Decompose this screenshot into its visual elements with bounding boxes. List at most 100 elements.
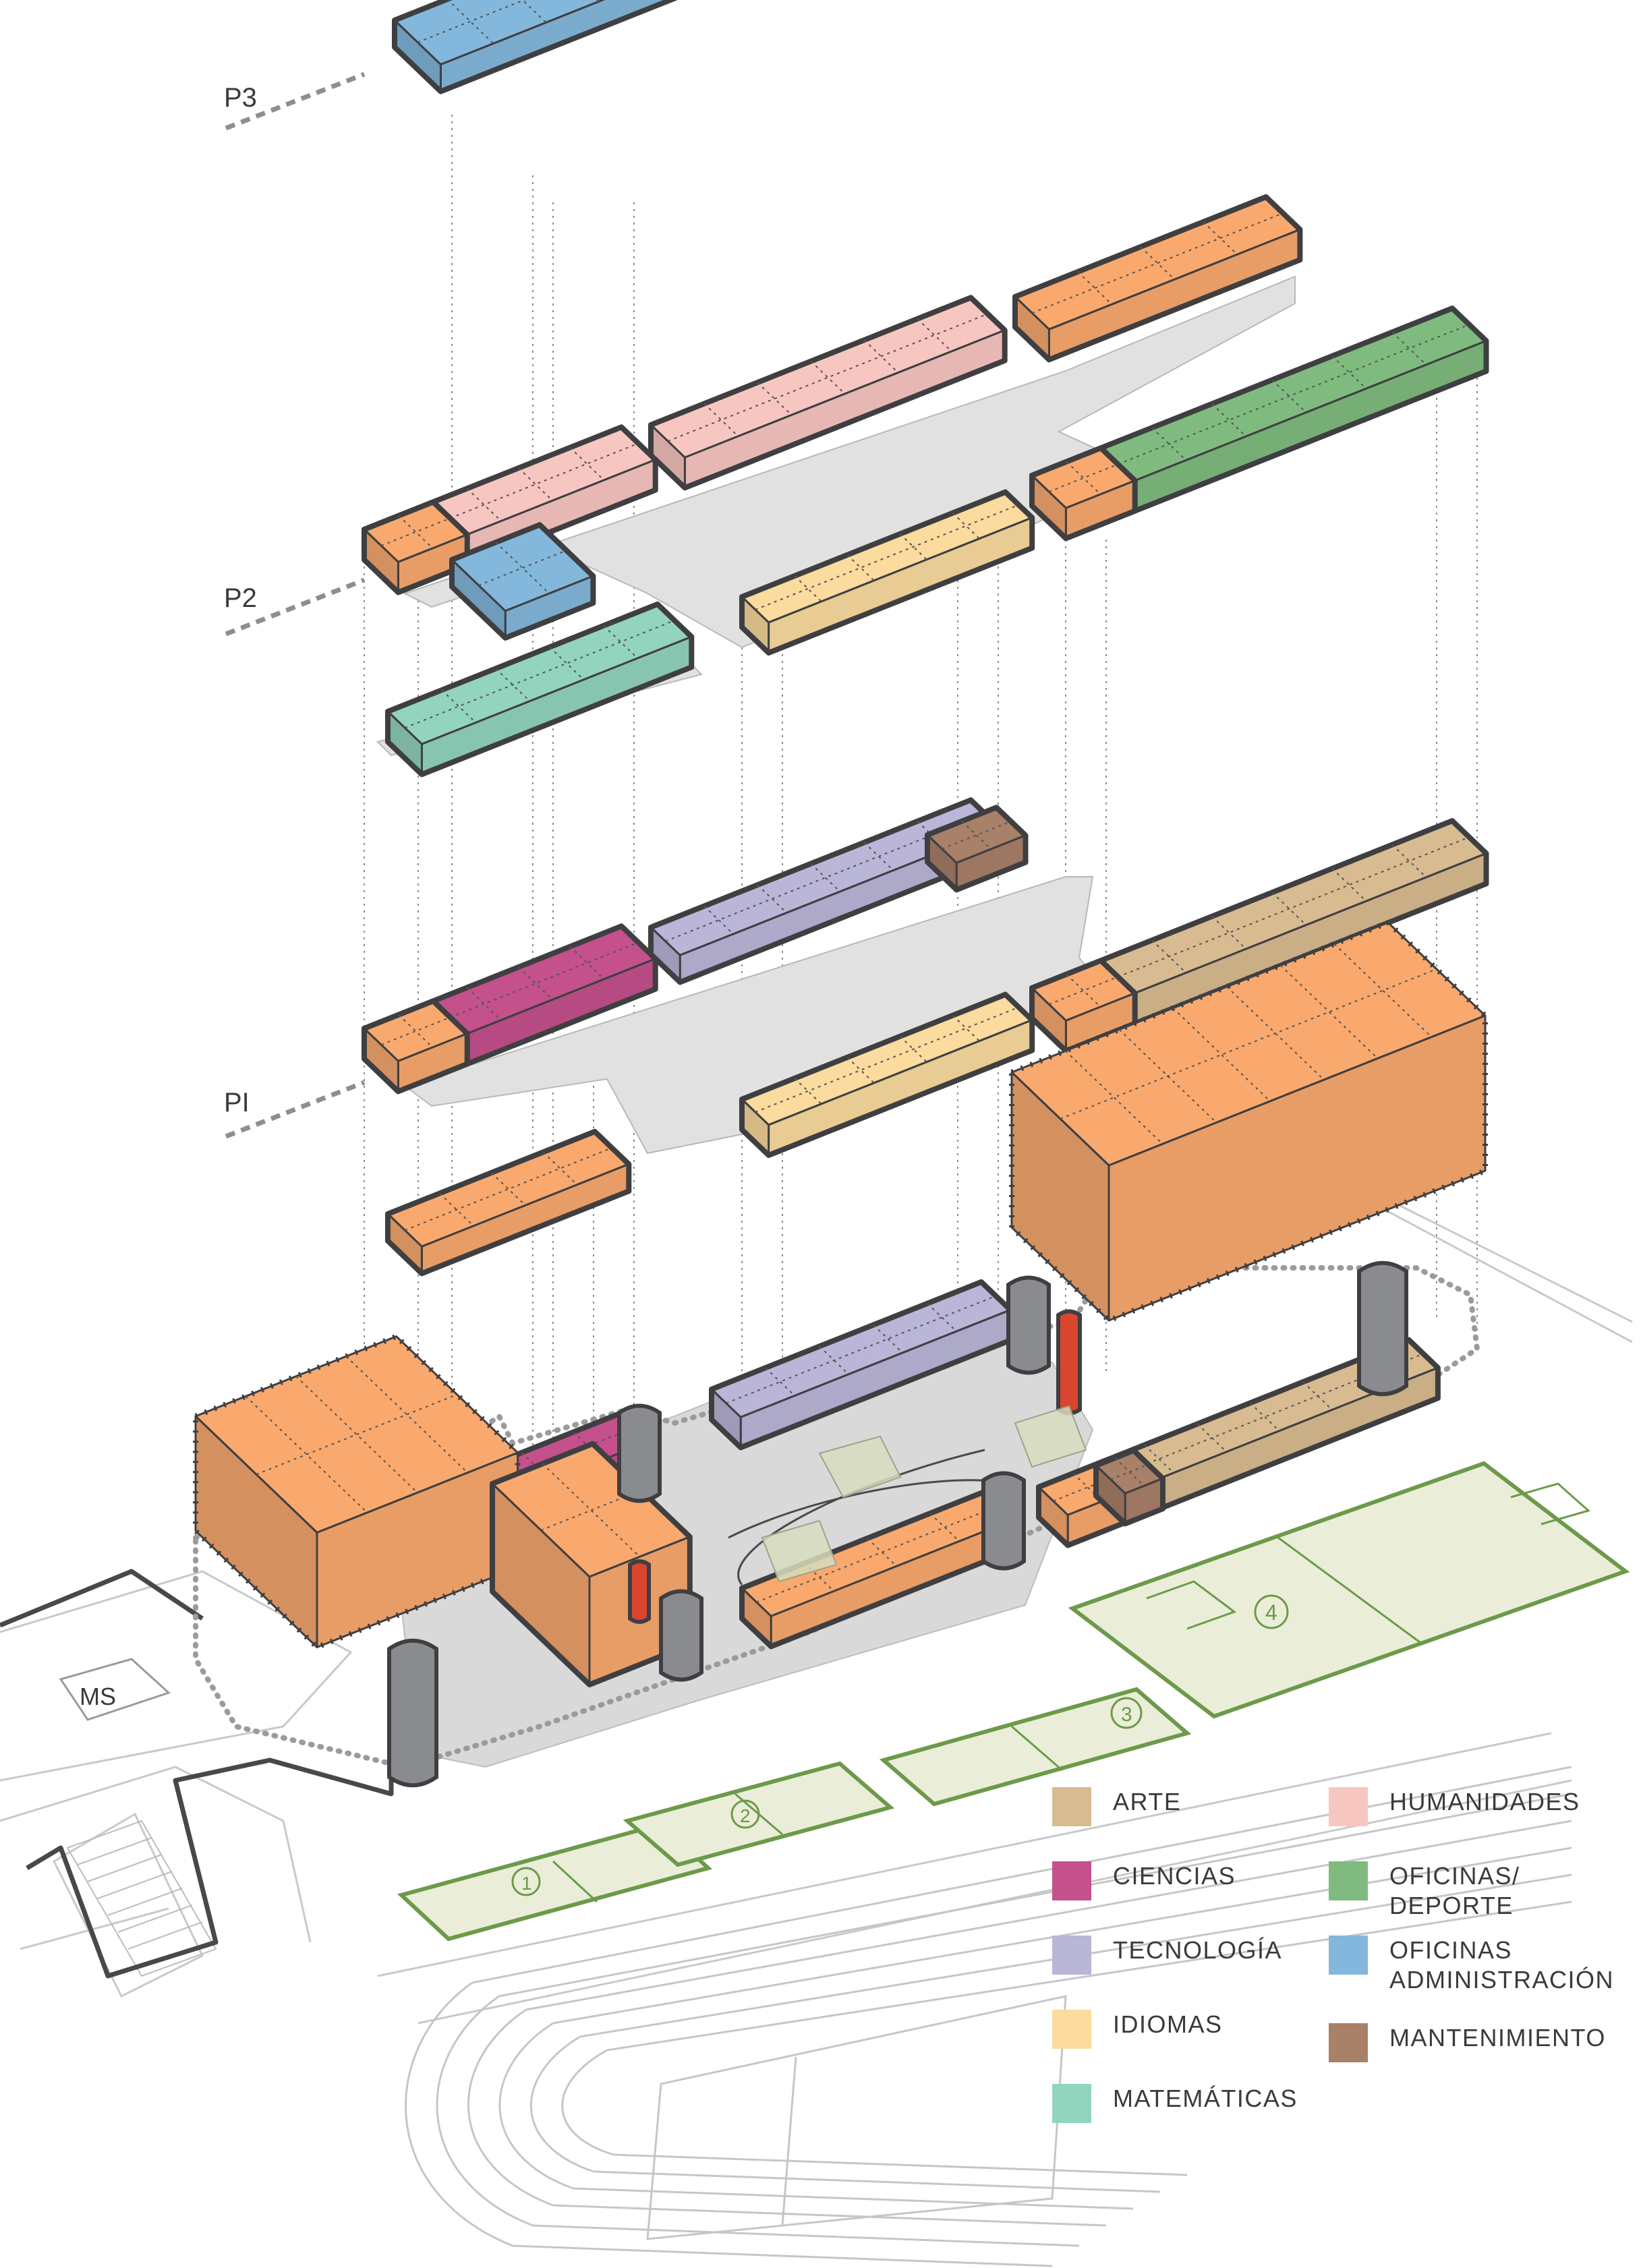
field-4-midline bbox=[1277, 1536, 1420, 1644]
legend-label-ciencias: CIENCIAS bbox=[1113, 1862, 1236, 1890]
field-4-goal-area-west bbox=[1146, 1580, 1237, 1630]
path-curve-2 bbox=[728, 1479, 1012, 1539]
core-4-body bbox=[1006, 1275, 1051, 1375]
legend-swatch-arte bbox=[1052, 1787, 1091, 1826]
path-curve-1 bbox=[737, 1449, 985, 1586]
block-gf-gym bbox=[1009, 920, 1488, 1323]
legend-item-matematicas: MATEMÁTICAS bbox=[1052, 2084, 1298, 2123]
core-5 bbox=[1357, 1260, 1408, 1397]
core-2-body bbox=[659, 1589, 703, 1682]
block-p1-service-w-partitions bbox=[380, 1014, 451, 1048]
field-3-midline bbox=[1011, 1725, 1063, 1772]
field-4: 4 bbox=[1068, 1461, 1630, 1719]
field-4-marker bbox=[1254, 1594, 1289, 1629]
legend-item-mantenimiento: MANTENIMIENTO bbox=[1329, 2023, 1606, 2062]
trees bbox=[761, 1405, 1087, 1583]
stair-1 bbox=[1056, 1309, 1082, 1416]
block-p1-arte-partitions bbox=[1048, 836, 1470, 1006]
core-4 bbox=[1006, 1275, 1051, 1375]
core-3 bbox=[981, 1471, 1026, 1571]
level-p2-label: P2 bbox=[224, 583, 257, 613]
block-p2-matematicas-outline bbox=[385, 601, 695, 778]
stair-1-body bbox=[1056, 1309, 1082, 1416]
block-p1-idiomas-outline bbox=[739, 991, 1035, 1158]
block-p2-service-w bbox=[362, 499, 470, 595]
block-gf-mantenimiento bbox=[1093, 1447, 1165, 1527]
field-3: 3 bbox=[879, 1687, 1192, 1807]
block-p2-service-e-outline bbox=[1029, 445, 1138, 542]
running-track bbox=[405, 1766, 1572, 2267]
field-1-number: 1 bbox=[521, 1873, 532, 1894]
legend-label-matematicas: MATEMÁTICAS bbox=[1113, 2085, 1298, 2112]
block-p2-idiomas bbox=[739, 489, 1035, 656]
block-p1-tecnologia-partitions bbox=[665, 813, 986, 942]
block-mezzanine-service-outline bbox=[385, 1128, 632, 1277]
legend-swatch-tecnologia bbox=[1052, 1936, 1091, 1975]
site-boundary bbox=[0, 1569, 394, 1979]
block-p2-administracion bbox=[449, 522, 596, 641]
legend-swatch-ciencias bbox=[1052, 1861, 1091, 1900]
block-p2-service-ne-partitions bbox=[1031, 212, 1284, 314]
field-3-marker bbox=[1110, 1697, 1143, 1729]
block-p1-mantenimiento-outline bbox=[925, 805, 1029, 893]
block-gf-tecnologia-partitions bbox=[726, 1295, 996, 1404]
block-gf-mantenimiento-outline bbox=[1093, 1447, 1165, 1527]
block-p2-service-e bbox=[1029, 445, 1138, 542]
ground-footprint-dotted bbox=[193, 1265, 1480, 1770]
legend-label-deporte: OFICINAS/ DEPORTE bbox=[1389, 1862, 1520, 1919]
level-markers bbox=[225, 71, 366, 1139]
field-2-marker bbox=[730, 1799, 760, 1829]
level-p3-label: P3 bbox=[224, 83, 257, 113]
site-label: MS bbox=[80, 1683, 116, 1710]
legend-label-mantenimiento: MANTENIMIENTO bbox=[1389, 2024, 1606, 2052]
block-p1-service-e-partitions bbox=[1048, 973, 1118, 1008]
level-p1-label: PI bbox=[224, 1088, 250, 1117]
field-2-number: 2 bbox=[740, 1805, 751, 1826]
legend-label-tecnologia: TECNOLOGÍA bbox=[1113, 1936, 1283, 1964]
block-p1-idiomas-partitions bbox=[755, 1006, 1019, 1113]
block-p2-matematicas bbox=[385, 601, 695, 778]
legend-swatch-humanidades bbox=[1329, 1787, 1368, 1826]
block-mezzanine-service bbox=[385, 1128, 632, 1277]
block-p1-idiomas bbox=[739, 991, 1035, 1158]
core-2 bbox=[659, 1589, 703, 1682]
legend-item-idiomas: IDIOMAS bbox=[1052, 2010, 1223, 2049]
block-p1-mantenimiento bbox=[925, 805, 1029, 893]
legend-item-ciencias: CIENCIAS bbox=[1052, 1861, 1236, 1900]
block-p2-deporte-partitions bbox=[1048, 324, 1470, 493]
legend-item-deporte: OFICINAS/ DEPORTE bbox=[1329, 1861, 1520, 1921]
block-gf-tecnologia bbox=[709, 1279, 1014, 1451]
block-gf-gym-partitions bbox=[1060, 943, 1437, 1145]
legend-label-administracion: OFICINAS ADMINISTRACIÓN bbox=[1389, 1936, 1615, 1994]
field-1-marker bbox=[511, 1867, 541, 1896]
legend-label-arte: ARTE bbox=[1113, 1788, 1182, 1815]
legend-label-idiomas: IDIOMAS bbox=[1113, 2010, 1223, 2038]
block-gf-mantenimiento-partitions bbox=[1110, 1457, 1149, 1487]
tree-2 bbox=[761, 1519, 838, 1583]
block-gf-service-s bbox=[739, 1486, 1025, 1650]
block-p2-administracion-outline bbox=[449, 522, 596, 641]
block-p3-administracion-outline bbox=[392, 0, 678, 94]
block-p2-humanidades-n-partitions bbox=[667, 313, 988, 442]
legend-swatch-idiomas bbox=[1052, 2010, 1091, 2049]
block-gf-service-main bbox=[193, 1333, 521, 1650]
core-1-body bbox=[617, 1403, 662, 1503]
building-blocks bbox=[193, 0, 1489, 1788]
block-p3-administracion bbox=[392, 0, 678, 94]
field-3-number: 3 bbox=[1121, 1704, 1132, 1726]
block-p2-matematicas-partitions bbox=[404, 620, 675, 729]
legend-swatch-administracion bbox=[1329, 1936, 1368, 1975]
legend-swatch-mantenimiento bbox=[1329, 2023, 1368, 2062]
core-1 bbox=[617, 1403, 662, 1503]
block-p2-administracion-partitions bbox=[478, 542, 567, 594]
legend-label-humanidades: HUMANIDADES bbox=[1389, 1788, 1580, 1815]
core-5-body bbox=[1357, 1260, 1408, 1397]
block-p2-service-ne-outline bbox=[1012, 194, 1303, 363]
field-2: 2 bbox=[623, 1761, 895, 1867]
legend-swatch-deporte bbox=[1329, 1861, 1368, 1900]
entrance-stair bbox=[66, 1820, 217, 1977]
stair-2 bbox=[628, 1559, 651, 1624]
sports-fields: 1 2 3 4 bbox=[397, 1461, 1630, 1942]
tree-3 bbox=[1014, 1405, 1087, 1468]
